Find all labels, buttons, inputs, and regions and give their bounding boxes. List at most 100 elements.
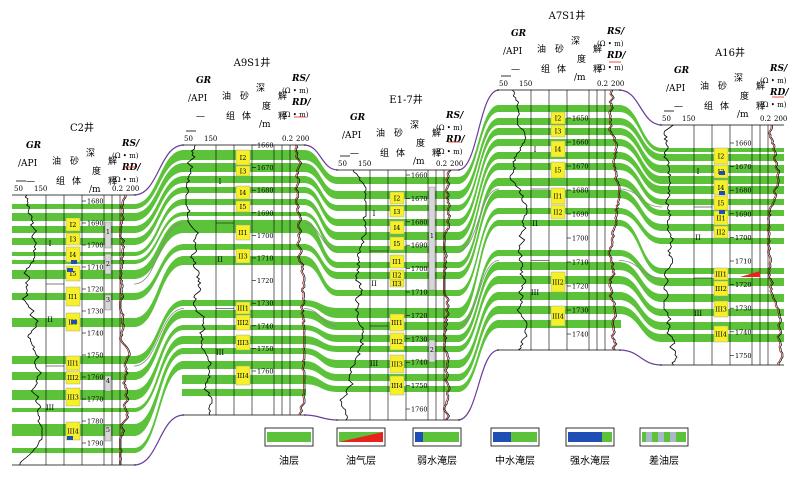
legend-item-oil: 油层	[264, 427, 314, 467]
depth-label: 1670	[572, 163, 589, 171]
group-name: I	[373, 210, 376, 218]
depth-label: 1680	[87, 198, 104, 206]
rs-curve	[609, 89, 621, 351]
legend-label: 强水淹层	[570, 454, 610, 467]
correlation-band	[619, 292, 662, 330]
interp-label: 3	[106, 296, 110, 304]
sand-body-box	[550, 271, 566, 293]
shi-label: 释	[593, 63, 602, 75]
depth-label: 1720	[257, 277, 274, 285]
group-label: 组	[56, 175, 65, 187]
legend-swatch-gas	[339, 432, 383, 442]
rd-curve	[607, 89, 619, 351]
rd-curve	[767, 124, 782, 365]
sand-body-box	[713, 267, 729, 281]
dash-label: —	[350, 149, 359, 159]
jie-label: 解	[756, 80, 765, 92]
depth-label: 1740	[87, 330, 104, 338]
correlation-band	[304, 150, 338, 184]
legend-item-poor: 差油层	[639, 427, 689, 467]
degree-label: 度	[92, 165, 101, 177]
depth-label: 1670	[257, 164, 274, 172]
sand-body-label: I4	[240, 189, 247, 197]
rs-label: RS/	[291, 74, 311, 84]
res-scale-min: 0.2	[597, 80, 608, 88]
depth-label: 1770	[87, 396, 104, 404]
gr-scale-max: 150	[519, 80, 532, 88]
depth-label: 1700	[87, 242, 104, 250]
group-label: 组	[541, 63, 550, 75]
correlation-band	[458, 276, 499, 352]
legend-swatch-water	[568, 432, 602, 442]
group-name: II	[217, 256, 223, 264]
sand-body-box	[389, 332, 405, 351]
ohm-label: (Ω • m)	[282, 87, 309, 95]
group-name: II	[47, 316, 53, 324]
depth-label: 1710	[87, 264, 104, 272]
res-scale-min: 0.2	[112, 185, 123, 193]
sand-body-label: III2	[552, 279, 564, 287]
sand-body-label: III2	[715, 285, 727, 293]
group-boundary-line	[457, 260, 500, 327]
sand-body-label: III3	[237, 339, 249, 347]
group-name: III	[216, 349, 225, 357]
water-marker	[719, 210, 725, 214]
group-label: 组	[226, 110, 235, 122]
correlation-band	[304, 310, 338, 330]
group-boundary-line	[133, 308, 185, 367]
gr-curve	[509, 89, 528, 351]
correlation-band	[134, 163, 184, 221]
bottom-boundary-line	[457, 349, 500, 421]
correlation-band	[619, 250, 662, 286]
oil-layer-band	[336, 308, 460, 318]
depth-label: 1690	[572, 211, 589, 219]
correlation-band	[458, 178, 499, 268]
res-scale-max: 200	[296, 135, 309, 143]
sand-body-label: I5	[555, 167, 562, 175]
well-name: E1-7井	[389, 93, 422, 106]
well-name: C2井	[70, 121, 94, 134]
depth-label: 1740	[257, 322, 274, 330]
correlation-band	[134, 176, 184, 233]
legend-swatch-poor	[670, 432, 676, 442]
legend-swatch-oil	[415, 432, 459, 442]
sand-body-label: III1	[67, 360, 79, 368]
legend-swatch-poor	[658, 432, 664, 442]
group-name: I	[49, 240, 52, 248]
rd-curve	[294, 144, 304, 416]
depth-label: 1650	[572, 115, 589, 123]
sand-body-box	[235, 301, 251, 315]
sand-body-label: II3	[392, 280, 401, 288]
sand-body-box	[235, 224, 251, 241]
sand-body-box	[389, 205, 405, 218]
ohm-label-2: (Ω • m)	[112, 176, 139, 184]
unit-label: /m	[413, 157, 425, 167]
oil-label: 油	[537, 43, 546, 55]
group-name: I	[697, 168, 700, 176]
interp-box	[104, 375, 112, 392]
depth-label: 1680	[411, 218, 428, 226]
sand-body-label: III3	[391, 361, 403, 369]
res-scale-max: 200	[611, 80, 624, 88]
unit-label: /m	[737, 110, 749, 120]
correlation-band	[458, 208, 499, 296]
depth-label: 1750	[411, 382, 428, 390]
gr-scale-min: 50	[184, 135, 193, 143]
sand-body-label: I3	[394, 208, 401, 216]
correlation-band	[134, 310, 184, 380]
unit-label: /m	[259, 120, 271, 130]
api-label: /API	[18, 159, 38, 169]
depth-label: 1680	[257, 187, 274, 195]
interp-label: 5	[106, 426, 110, 434]
sand-body-box	[389, 313, 405, 332]
correlation-band	[304, 212, 338, 253]
sand-body-label: III1	[715, 271, 727, 279]
body-label: 体	[72, 175, 81, 187]
correlation-band	[458, 163, 499, 253]
group-name: I	[534, 146, 537, 154]
water-marker	[67, 436, 73, 440]
group-boundary-line	[303, 308, 339, 327]
correlation-band	[134, 256, 184, 327]
oil-layer-band	[336, 177, 460, 184]
sand-body-label: I4	[555, 146, 562, 154]
